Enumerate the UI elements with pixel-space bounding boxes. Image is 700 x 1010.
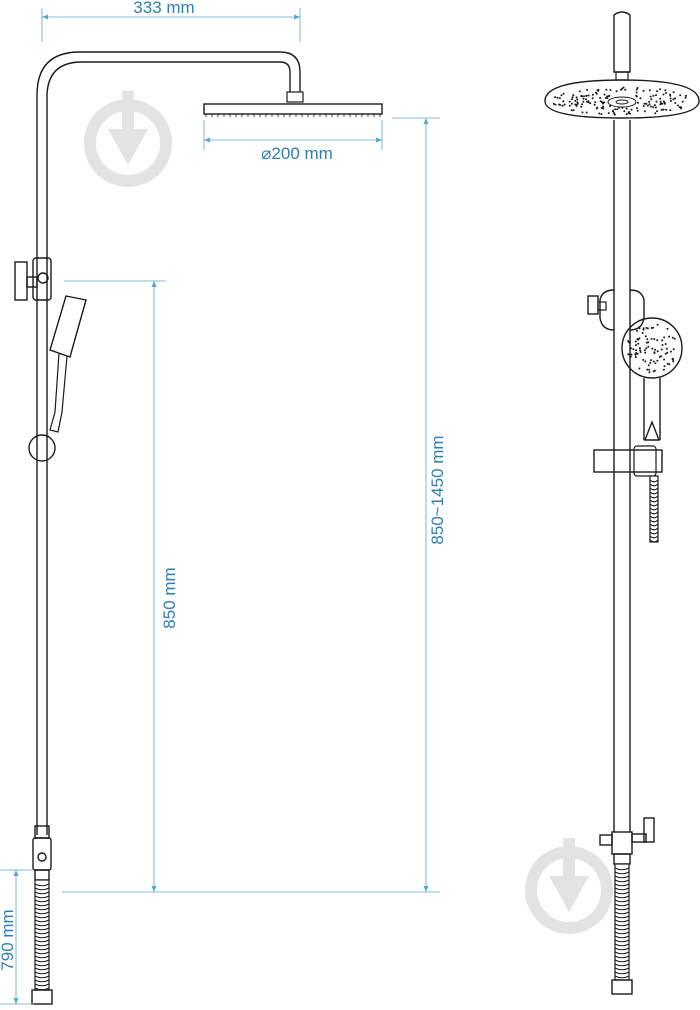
height-range-label: 850~1450 mm (428, 435, 447, 544)
head-diameter-value: 200 mm (271, 144, 332, 163)
bar-height-label: 850 mm (160, 567, 179, 628)
watermark-icon (84, 91, 172, 187)
front-view (544, 11, 700, 995)
inlet-height-label: 790 mm (0, 909, 17, 970)
head-diameter-label: ⌀200 mm (261, 144, 333, 163)
arm-reach-label: 333 mm (133, 0, 194, 17)
side-view (14, 51, 383, 1005)
diameter-symbol: ⌀ (261, 144, 271, 163)
watermark-icon (525, 838, 613, 934)
dimension-lines (0, 8, 440, 1005)
